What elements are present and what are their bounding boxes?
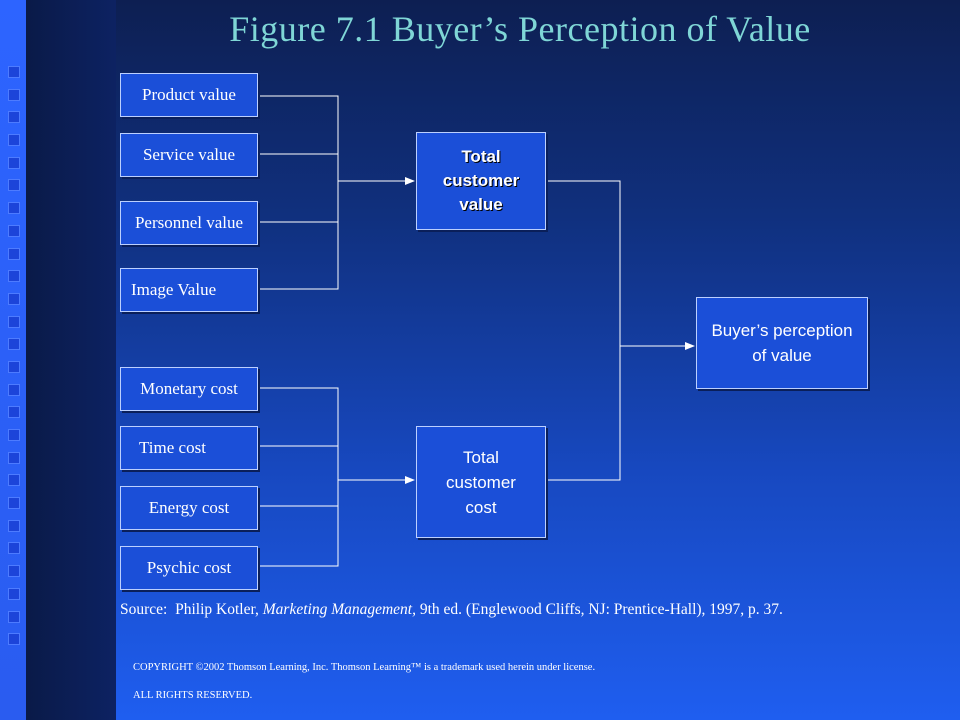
image-value-box: Image Value — [120, 268, 258, 312]
total-value-line-1: Total — [461, 147, 501, 166]
energy-cost-box: Energy cost — [120, 486, 258, 530]
perception-line-2: of value — [752, 346, 812, 365]
total-customer-cost-box: Total customer cost — [416, 426, 546, 538]
total-value-line-3: value — [459, 195, 503, 214]
copyright-notice: COPYRIGHT ©2002 Thomson Learning, Inc. T… — [133, 662, 596, 673]
monetary-cost-box: Monetary cost — [120, 367, 258, 411]
personnel-value-label: Personnel value — [134, 213, 244, 232]
source-book-title: Marketing Management, — [262, 601, 416, 618]
source-suffix: 9th ed. (Englewood Cliffs, NJ: Prentice-… — [416, 601, 783, 618]
total-cost-line-3: cost — [465, 497, 497, 517]
total-cost-line-2: customer — [446, 472, 516, 492]
decorative-square-column — [8, 66, 22, 656]
total-cost-line-1: Total — [463, 447, 499, 467]
product-value-box: Product value — [120, 73, 258, 117]
perception-line-1: Buyer’s perception — [711, 321, 853, 340]
left-dark-band — [26, 0, 116, 720]
service-value-box: Service value — [120, 133, 258, 177]
total-value-line-2: customer — [442, 171, 520, 190]
psychic-cost-label: Psychic cost — [146, 558, 232, 577]
page-title: Figure 7.1 Buyer’s Perception of Value — [229, 9, 811, 49]
time-cost-label: Time cost — [139, 438, 206, 457]
psychic-cost-box: Psychic cost — [120, 546, 258, 590]
product-value-label: Product value — [142, 85, 236, 104]
service-value-label: Service value — [142, 145, 236, 164]
monetary-cost-label: Monetary cost — [140, 379, 238, 398]
source-prefix: Source: Philip Kotler, — [120, 601, 263, 618]
personnel-value-box: Personnel value — [120, 201, 258, 245]
energy-cost-label: Energy cost — [148, 498, 230, 517]
time-cost-box: Time cost — [120, 426, 258, 470]
image-value-label: Image Value — [131, 280, 217, 299]
buyers-perception-box: Buyer’s perception of value — [696, 297, 868, 389]
total-customer-value-box: Total customer value — [416, 132, 546, 230]
source-citation: Source: Philip Kotler, Marketing Managem… — [120, 601, 783, 619]
rights-notice: ALL RIGHTS RESERVED. — [133, 690, 253, 701]
